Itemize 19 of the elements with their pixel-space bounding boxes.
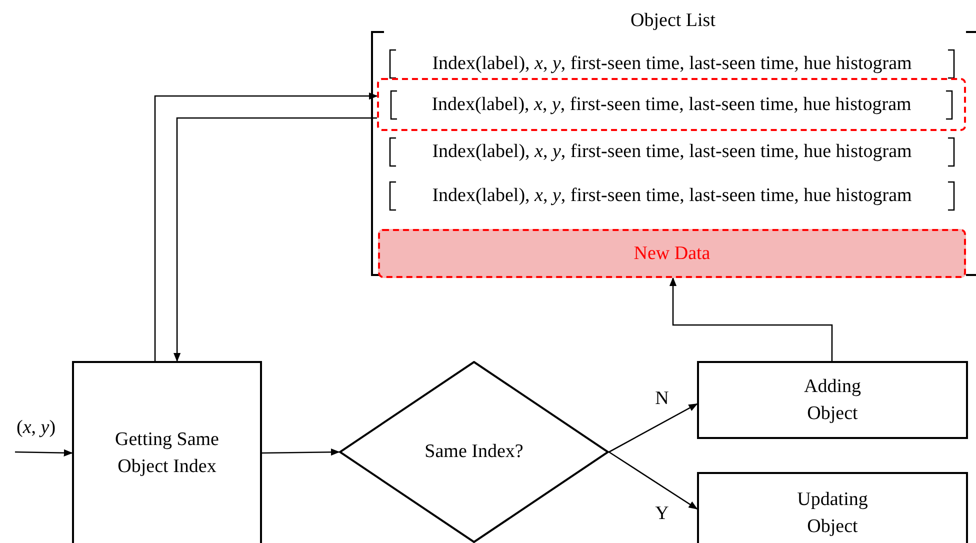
list-heading: Object List [630, 9, 716, 33]
arrow [14, 449, 73, 456]
arrow [173, 117, 377, 362]
entry-fields: Index(label), x, y, first-seen time, last-seen time, hue histogram [403, 92, 940, 118]
arrow [608, 451, 698, 510]
process-box: Getting Same Object Index [72, 361, 262, 543]
arrow [608, 403, 698, 453]
arrow [154, 92, 378, 361]
process-box: Updating Object [697, 472, 968, 543]
entry-fields: Index(label), x, y, first-seen time, last-seen time, hue histogram [402, 183, 942, 209]
arrow [262, 448, 340, 456]
new-data-box: New Data [378, 229, 966, 278]
entry-fields: Index(label), x, y, first-seen time, last-seen time, hue histogram [402, 139, 942, 165]
arrow [669, 277, 833, 361]
process-box: Adding Object [697, 361, 968, 439]
decision-label: Same Index? [424, 440, 524, 464]
highlighted-list-entry [377, 78, 966, 131]
edge-label: (x, y) [14, 417, 58, 439]
entry-fields: Index(label), x, y, first-seen time, last-seen time, hue histogram [402, 51, 942, 77]
